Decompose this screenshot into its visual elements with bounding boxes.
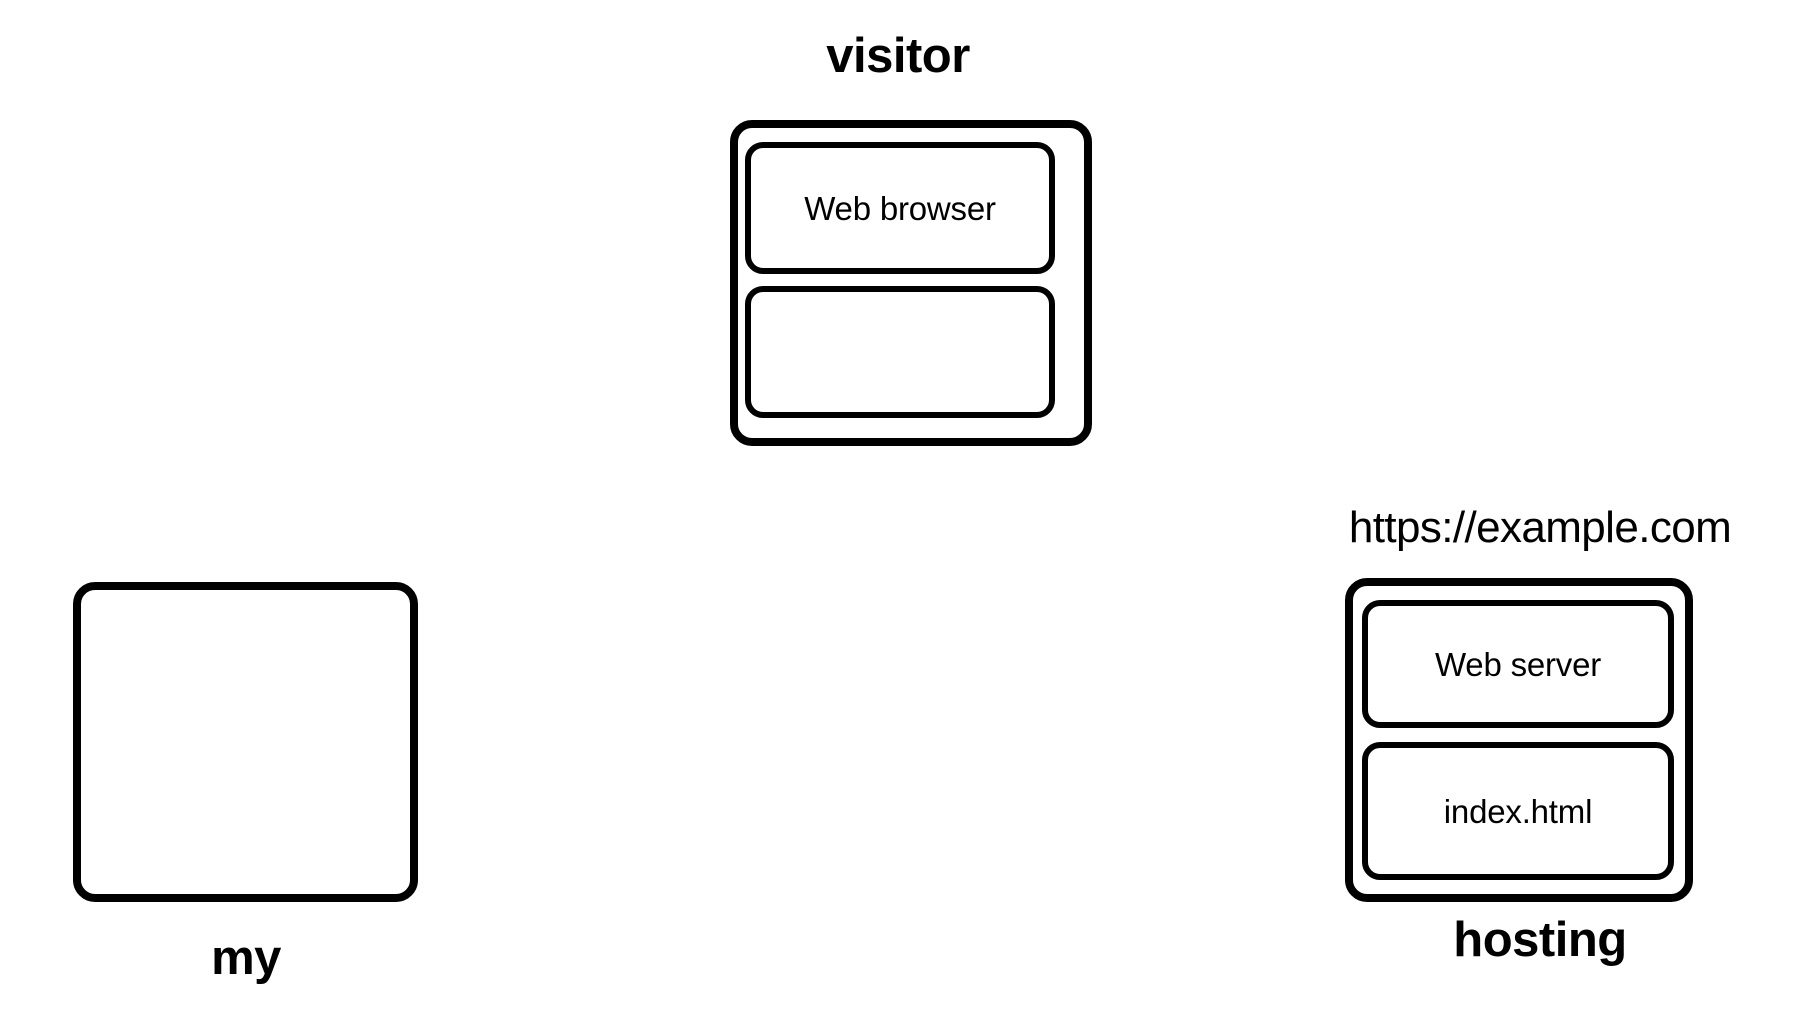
- web-browser-node[interactable]: Web browser: [745, 142, 1055, 274]
- hosting-group-title: hosting: [1453, 913, 1627, 967]
- web-server-node[interactable]: Web server: [1362, 600, 1674, 728]
- index-html-node-label: index.html: [1443, 792, 1593, 830]
- index-html-node[interactable]: index.html: [1362, 742, 1674, 880]
- web-server-node-label: Web server: [1434, 645, 1602, 683]
- my-group-title: my: [211, 931, 281, 985]
- visitor-empty-node[interactable]: [745, 286, 1055, 418]
- visitor-group-title: visitor: [826, 29, 970, 83]
- hosting-url-annotation: https://example.com: [1348, 503, 1732, 552]
- web-browser-node-label: Web browser: [804, 189, 996, 227]
- my-group-box[interactable]: [73, 582, 418, 902]
